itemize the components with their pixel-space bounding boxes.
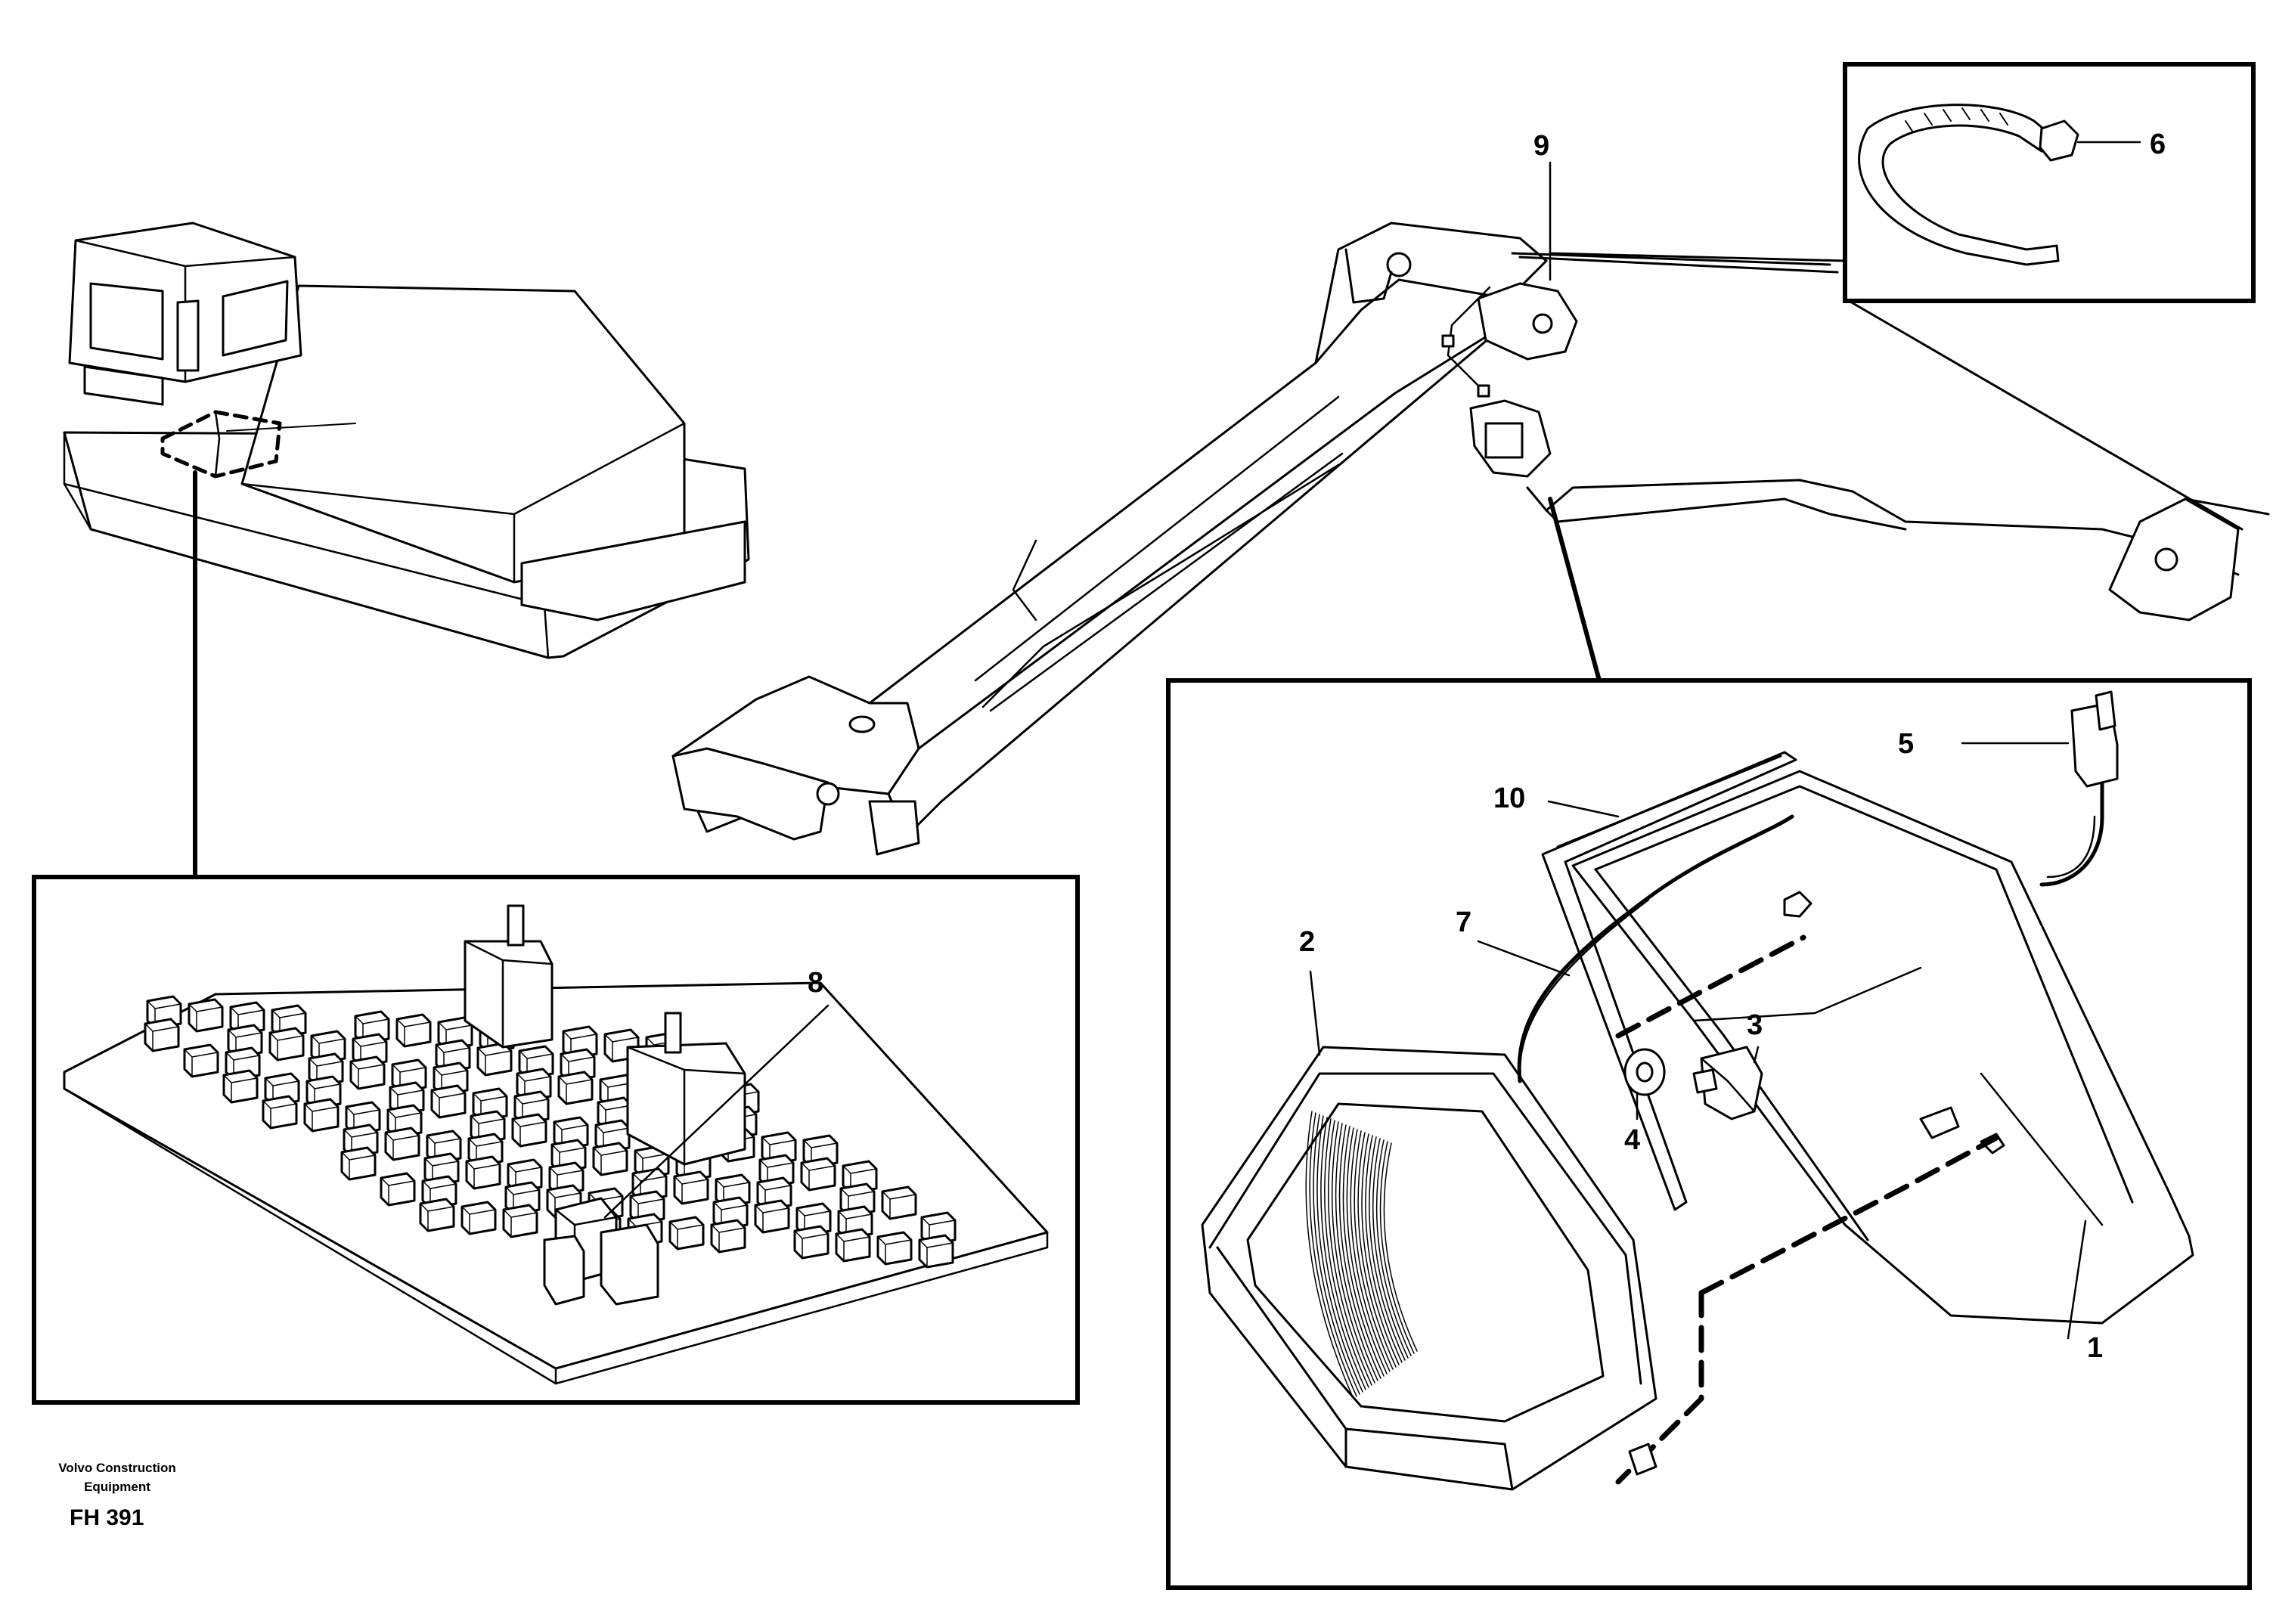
callout-5: 5 — [1898, 728, 1914, 760]
callout-labels: 1 2 3 4 5 6 7 8 9 10 — [808, 129, 2166, 1364]
excavator-overview — [63, 222, 750, 659]
callout-6: 6 — [2150, 129, 2166, 160]
relay-board-inset — [32, 875, 1080, 1405]
callout-2: 2 — [1299, 926, 1315, 958]
callout-1: 1 — [2087, 1332, 2103, 1364]
cable-tie-inset-frame — [1843, 62, 2256, 303]
callout-9: 9 — [1533, 130, 1549, 162]
company-name-line2: Equipment — [84, 1480, 150, 1494]
callout-7: 7 — [1456, 907, 1471, 938]
drawing-code: FH 391 — [70, 1505, 144, 1530]
work-lamp-inset — [1166, 678, 2252, 1590]
company-name-line1: Volvo Construction — [58, 1461, 176, 1475]
callout-leaders — [603, 161, 2087, 1340]
callout-3: 3 — [1747, 1009, 1763, 1041]
callout-8: 8 — [808, 967, 823, 999]
drawing-footer: Volvo Construction Equipment FH 391 — [58, 1461, 176, 1530]
cable-tie-inset — [1549, 62, 2256, 531]
work-lamp-inset-frame — [1166, 678, 2252, 1590]
relay-board-inset-frame — [32, 875, 1080, 1405]
boom-leader — [1548, 497, 1602, 683]
boom-assembly — [671, 222, 2270, 856]
callout-4: 4 — [1624, 1124, 1640, 1156]
callout-10: 10 — [1493, 783, 1525, 814]
